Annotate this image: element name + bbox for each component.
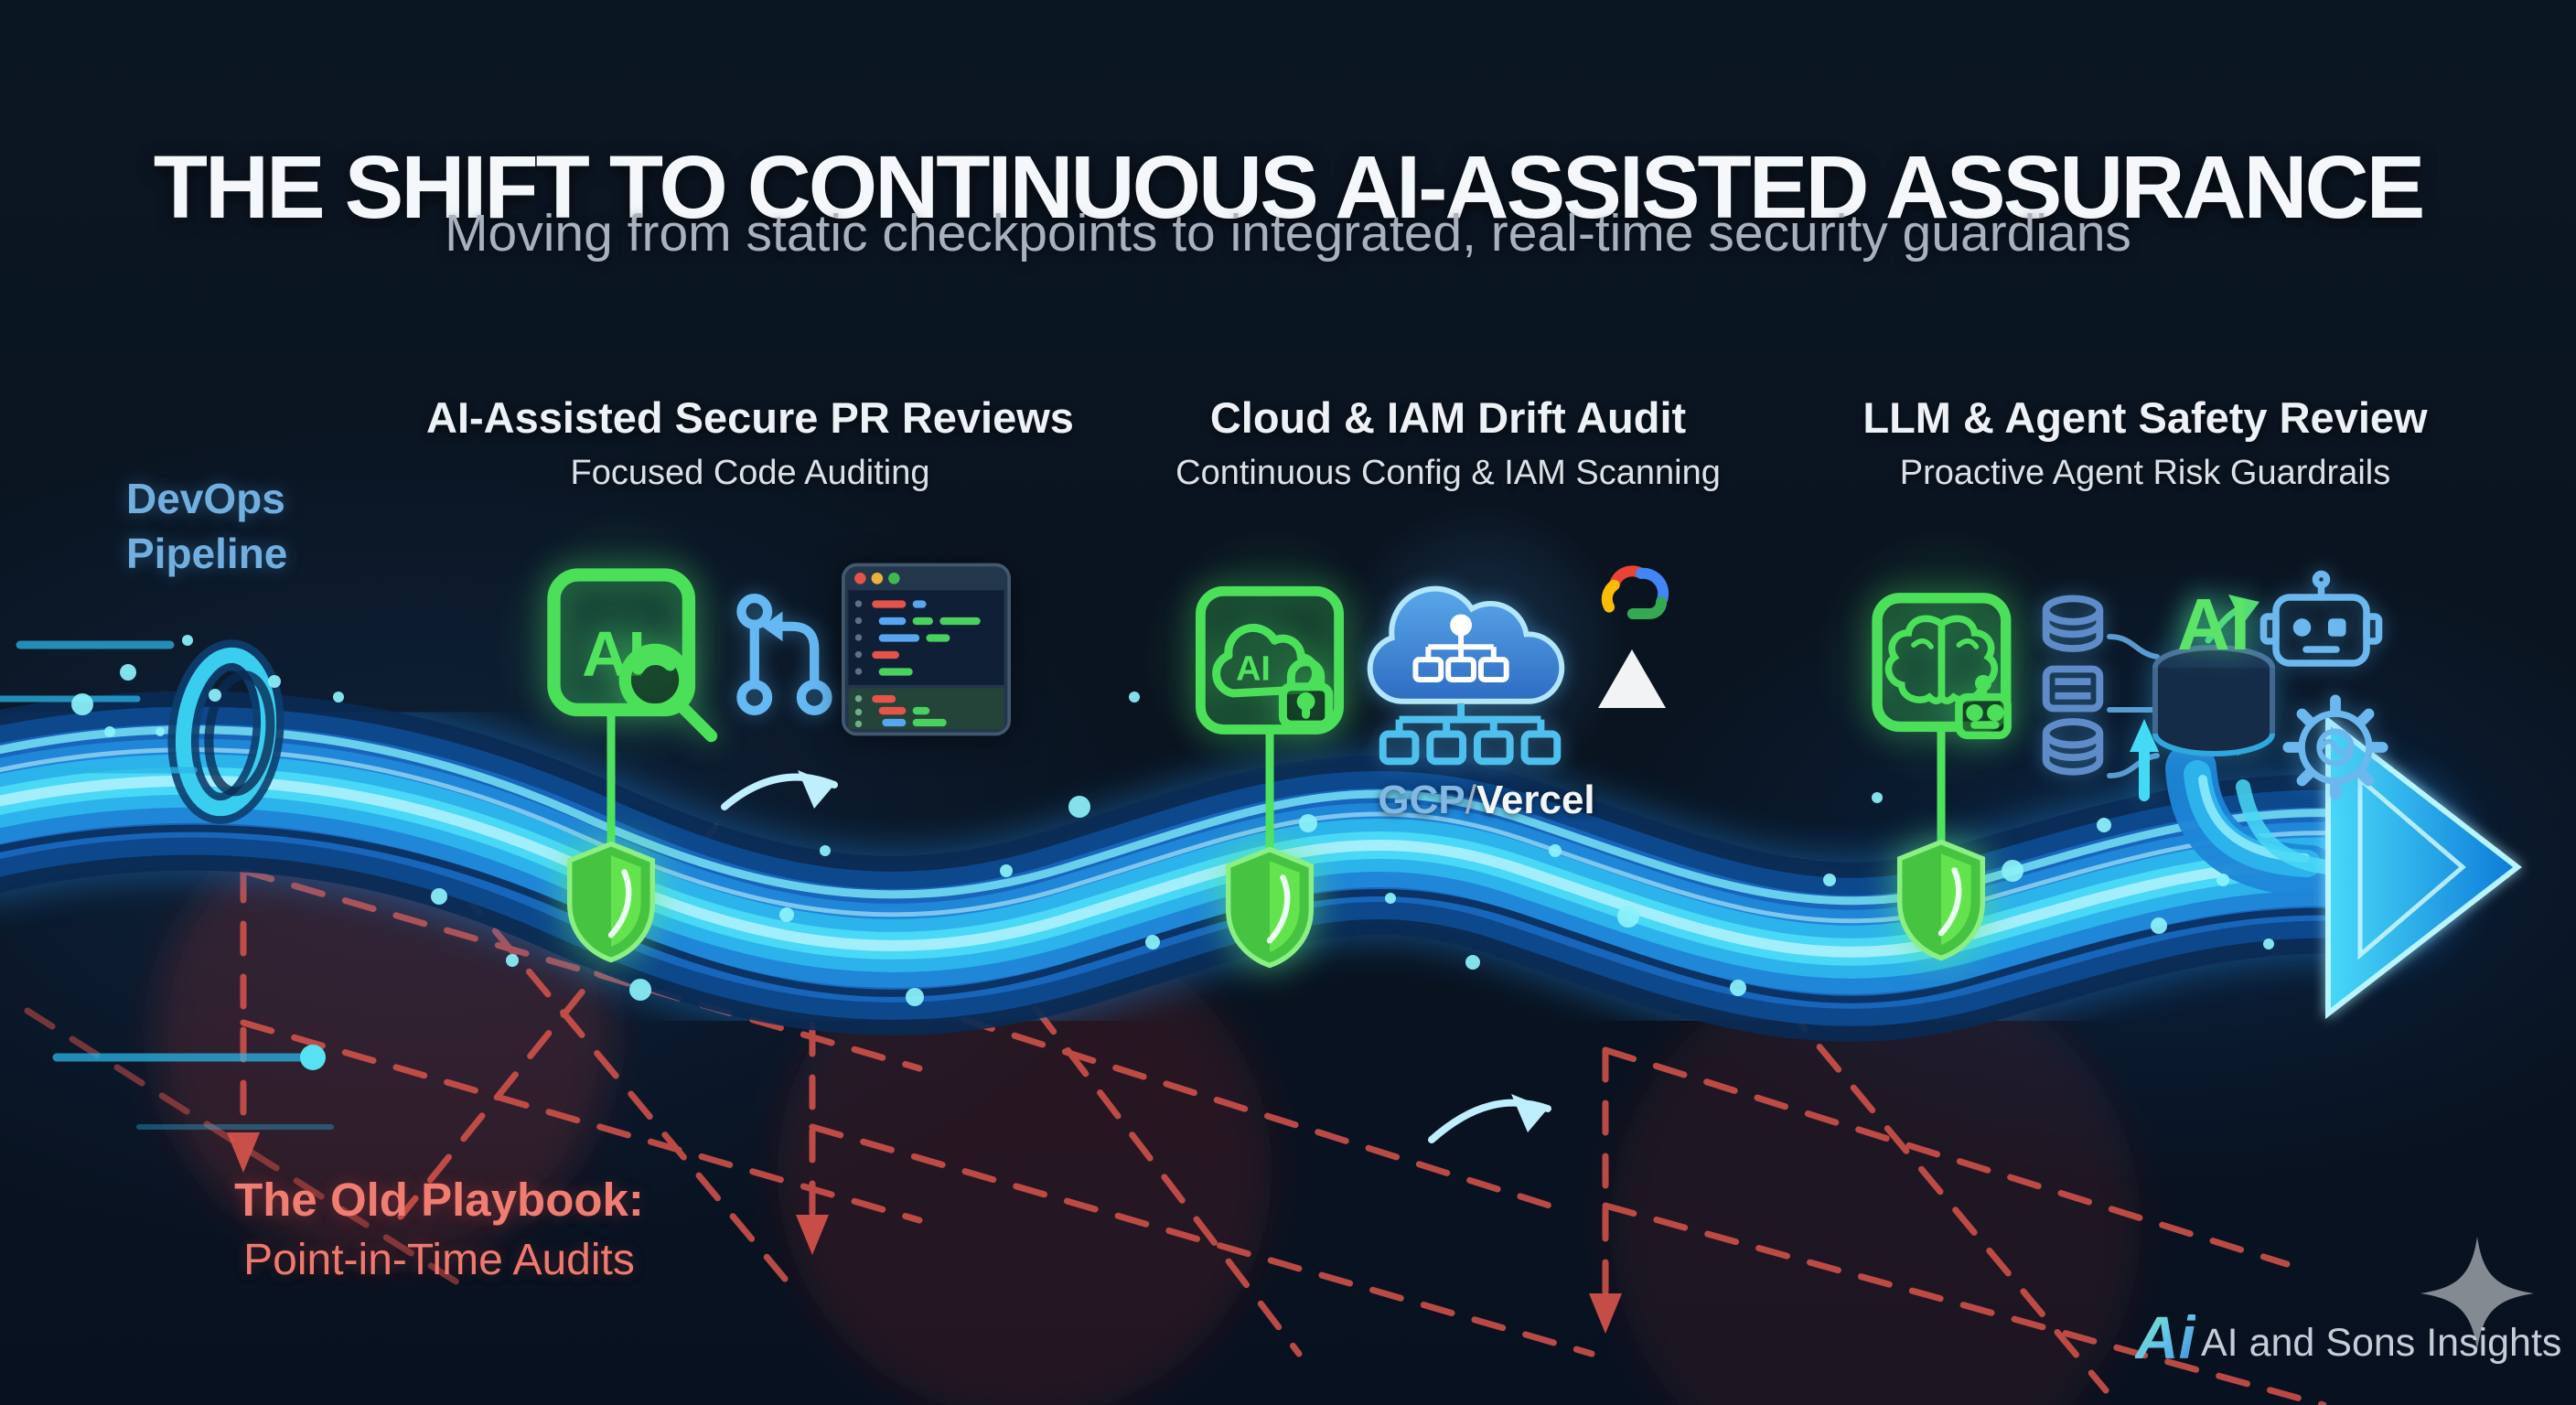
sparkle-icon: [2420, 1237, 2534, 1350]
pipeline-intake-ring: [167, 639, 284, 824]
stage-1-header: AI-Assisted Secure PR Reviews Focused Co…: [375, 395, 1125, 493]
gcp-logo-icon: [1601, 565, 1669, 619]
stage-1-subtitle: Focused Code Auditing: [570, 453, 930, 492]
flow-arrowheads: [798, 770, 1548, 1132]
ai-hub-icon: AI: [2130, 584, 2275, 801]
stage-3-subtitle: Proactive Agent Risk Guardrails: [1899, 453, 2391, 492]
pipeline-particles: [71, 635, 2274, 1006]
old-playbook-subtitle: Point-in-Time Audits: [243, 1236, 635, 1285]
cloud-ai-lock-icon: AI: [1196, 585, 1344, 735]
platform-gcp: GCP: [1378, 778, 1465, 822]
stage-2-title: Cloud & IAM Drift Audit: [1209, 393, 1687, 442]
shield-icon: [1896, 839, 1986, 961]
code-lines-top: [872, 600, 981, 676]
code-diff-window-icon: [842, 563, 1011, 736]
platform-separator: /: [1465, 778, 1476, 822]
ai-badge: AI: [1236, 650, 1271, 689]
stage-3-header: LLM & Agent Safety Review Proactive Agen…: [1770, 395, 2520, 493]
database-stack-icon: [2042, 595, 2104, 776]
platform-vercel: Vercel: [1476, 778, 1595, 822]
hub-connectors: [2107, 634, 2160, 778]
devops-pipeline-label: DevOps Pipeline: [126, 472, 287, 582]
devops-label-line2: Pipeline: [126, 529, 288, 577]
git-pull-request-icon: [736, 594, 832, 715]
brain-icon: [1884, 615, 1999, 704]
code-lines-bottom: [872, 694, 947, 727]
cloud-node-links: [1379, 702, 1562, 766]
magnifier-icon: [618, 643, 718, 743]
ai-hub-label: AI: [2177, 584, 2250, 665]
streak-dot: [300, 1045, 326, 1070]
hub-swirl: [2165, 743, 2335, 896]
window-close-dot: [854, 573, 866, 585]
stage-2-subtitle: Continuous Config & IAM Scanning: [1175, 453, 1721, 492]
pipeline-arrowhead: [2325, 714, 2522, 1020]
stage-3-title: LLM & Agent Safety Review: [1862, 393, 2428, 442]
cloud-org-chart-icon: [1367, 585, 1565, 766]
stage-2-header: Cloud & IAM Drift Audit Continuous Confi…: [1073, 395, 1823, 493]
stage-1-title: AI-Assisted Secure PR Reviews: [426, 393, 1074, 442]
old-playbook-arrows: [227, 1132, 1622, 1334]
page-title: THE SHIFT TO CONTINUOUS AI-ASSISTED ASSU…: [153, 136, 2426, 237]
glow: [476, 494, 768, 787]
org-chart-icon: [1412, 614, 1509, 682]
vercel-logo-icon: [1598, 649, 1666, 708]
shield-icon: [1225, 846, 1315, 969]
old-playbook-title: The Old Playbook:: [234, 1174, 644, 1226]
brand-logo-mark: Ai: [2135, 1303, 2195, 1371]
window-max-dot: [888, 573, 900, 585]
gear-brain-icon: [2282, 694, 2388, 800]
old-playbook-label: The Old Playbook: Point-in-Time Audits: [110, 1169, 768, 1291]
window-min-dot: [871, 573, 884, 585]
lock-icon: [1278, 658, 1334, 729]
devops-label-line1: DevOps: [126, 475, 285, 522]
shield-icon: [566, 841, 656, 963]
ai-chip-magnifier-icon: AI: [547, 568, 718, 743]
robot-head-icon: [2259, 570, 2383, 667]
page-subtitle: Moving from static checkpoints to integr…: [445, 204, 2131, 263]
footer-brand: AI and Sons Insights: [2201, 1321, 2562, 1365]
platform-label: GCP/Vercel: [1326, 778, 1647, 823]
stage-stems: [606, 707, 1946, 861]
brain-chip-icon: [1872, 593, 2012, 740]
robot-mini-icon: [1955, 674, 2012, 740]
speed-streaks: [0, 640, 334, 1130]
